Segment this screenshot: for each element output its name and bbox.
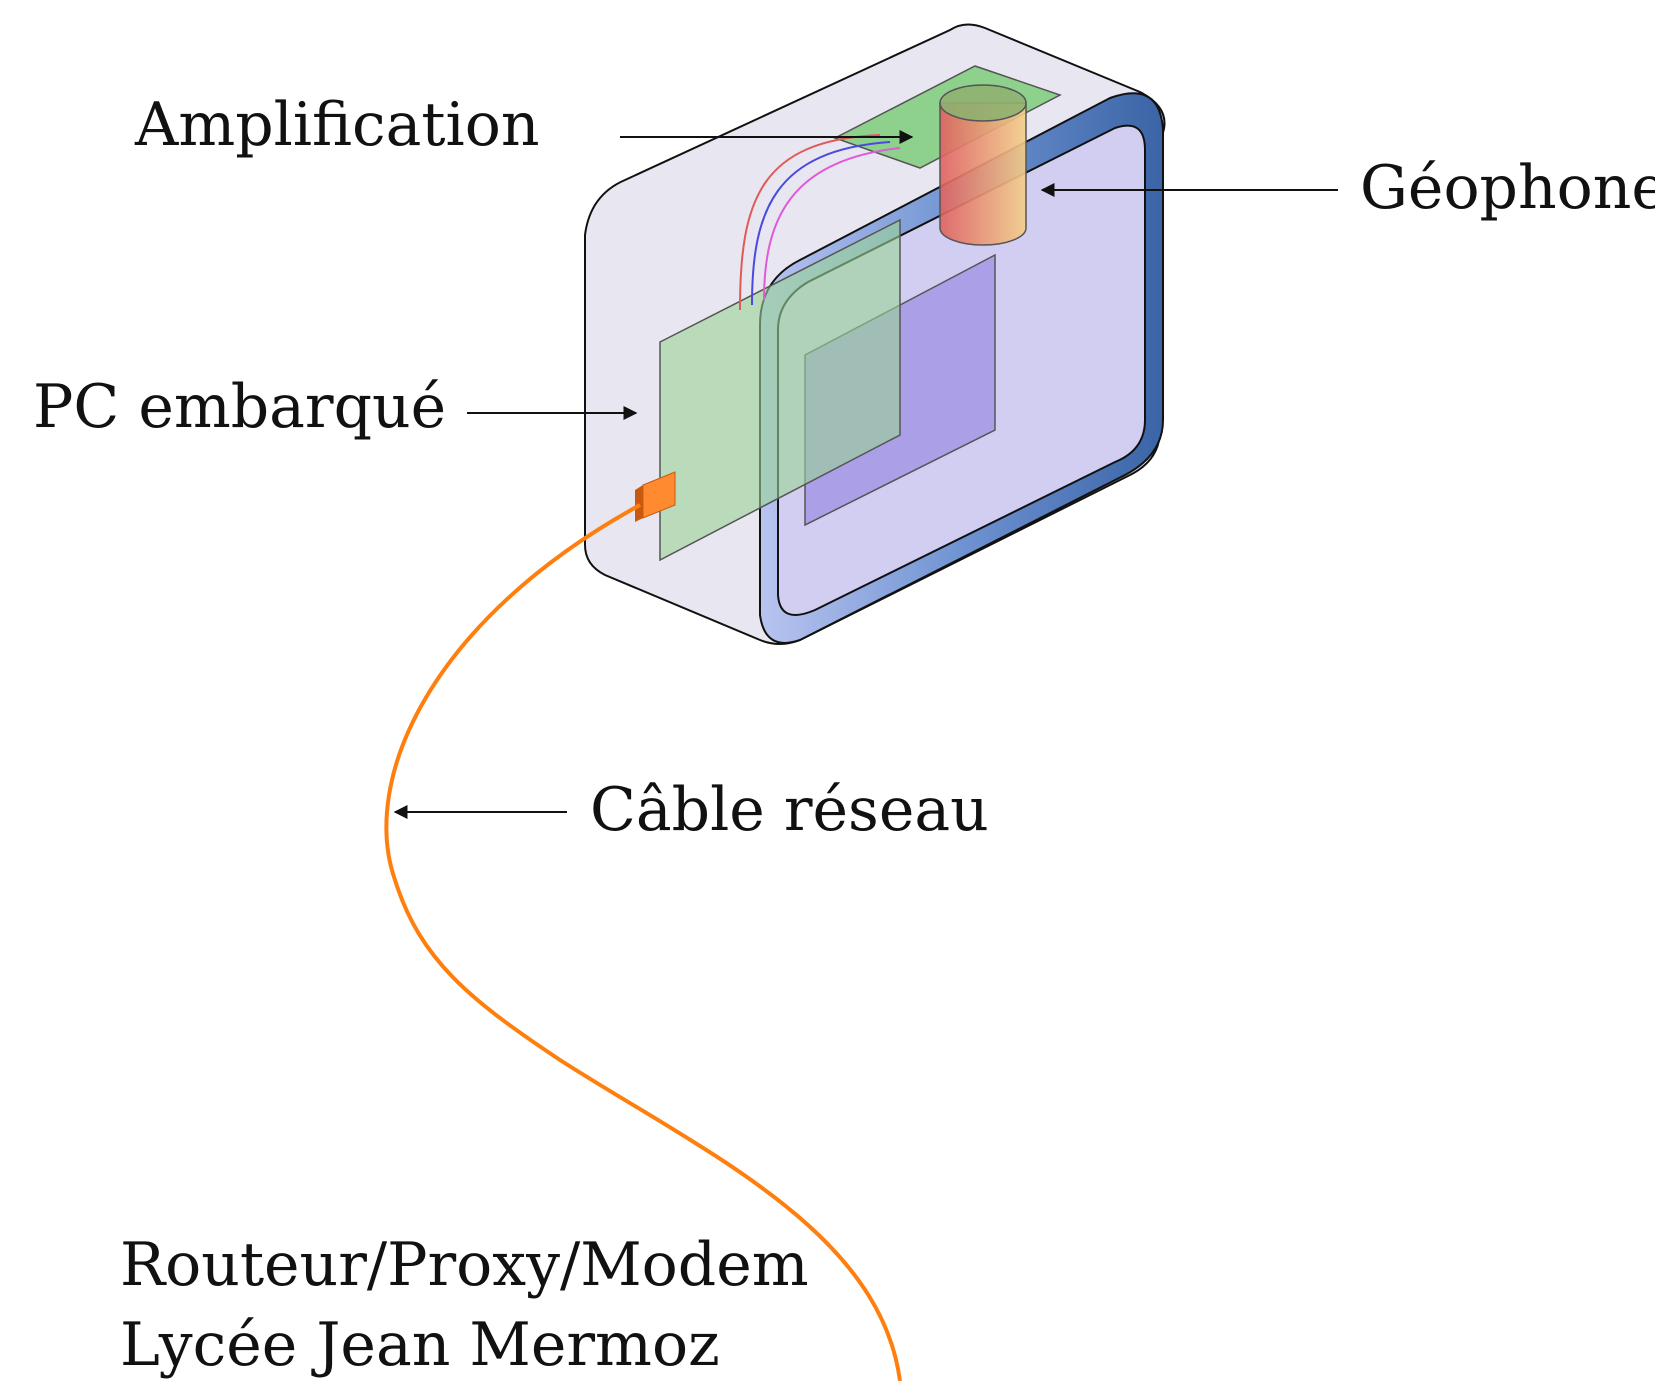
label-geophone: Géophone: [1360, 153, 1655, 223]
geophone-body: [939, 102, 1027, 246]
geophone: [939, 84, 1027, 246]
label-amplification: Amplification: [134, 90, 539, 160]
label-router-line2: Lycée Jean Mermoz: [120, 1310, 720, 1380]
geophone-top: [939, 84, 1027, 122]
amplifier-wires: [739, 134, 901, 311]
wire-red: [739, 134, 881, 311]
wire-blue: [751, 141, 891, 306]
label-pc: PC embarqué: [33, 372, 446, 442]
label-cable: Câble réseau: [590, 775, 989, 845]
wire-pink: [763, 147, 901, 301]
port-front: [642, 471, 676, 519]
label-router-line1: Routeur/Proxy/Modem: [120, 1230, 809, 1300]
network-cable: [384, 503, 902, 1381]
